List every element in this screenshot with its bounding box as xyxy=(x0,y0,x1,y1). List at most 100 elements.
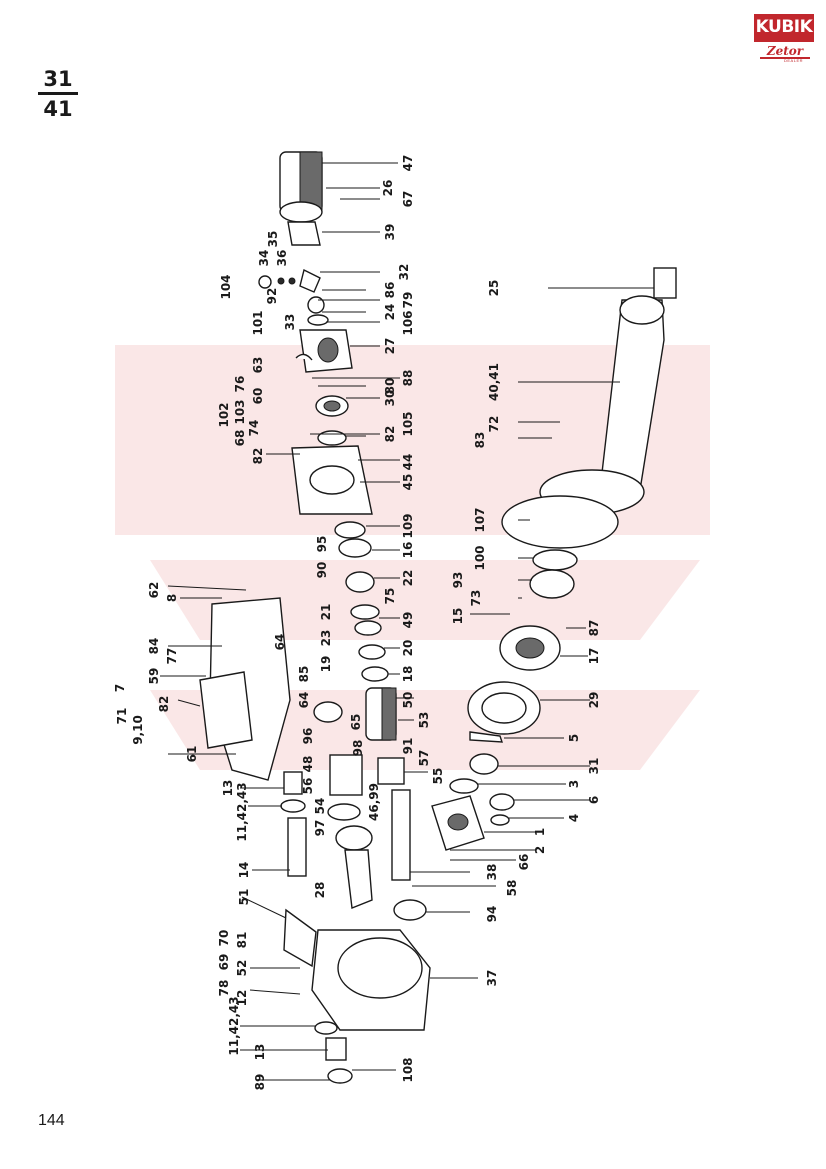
callout-12: 12 xyxy=(235,990,249,1007)
callout-75: 75 xyxy=(383,588,397,605)
callout-74: 74 xyxy=(247,420,261,437)
callout-80: 80 xyxy=(383,378,397,395)
part-diff-case-1-bore xyxy=(447,813,469,831)
callout-68: 68 xyxy=(233,430,247,447)
callout-64: 64 xyxy=(273,634,287,651)
part-sleeve-50-shade xyxy=(381,687,397,741)
callout-6: 6 xyxy=(587,796,601,804)
callout-49: 49 xyxy=(401,612,415,629)
callout-109: 109 xyxy=(401,513,415,538)
callout-95: 95 xyxy=(315,536,329,553)
callout-46-99: 46,99 xyxy=(367,783,381,821)
part-nut-35 xyxy=(277,277,285,285)
callout-48: 48 xyxy=(301,756,315,773)
part-bush-13a xyxy=(283,771,303,795)
callout-25: 25 xyxy=(487,280,501,297)
kubik-zetor-logo: KUBIK Zetor DEALER xyxy=(754,14,814,64)
part-nut-36 xyxy=(288,277,296,285)
part-cross-32 xyxy=(299,268,321,293)
part-cylinder-47-base xyxy=(279,201,323,223)
callout-101: 101 xyxy=(251,310,265,335)
part-seal-24 xyxy=(307,296,325,314)
callout-100: 100 xyxy=(473,545,487,570)
part-ring-18 xyxy=(361,666,389,682)
callout-102: 102 xyxy=(217,402,231,427)
callout-72: 72 xyxy=(487,416,501,433)
part-ring-54 xyxy=(327,803,361,821)
callout-86: 86 xyxy=(383,282,397,299)
callout-14: 14 xyxy=(237,862,251,879)
callout-82: 82 xyxy=(251,448,265,465)
part-flange-39 xyxy=(287,221,321,246)
callout-91: 91 xyxy=(401,738,415,755)
part-shaft-28 xyxy=(344,849,373,909)
callout-83: 83 xyxy=(473,432,487,449)
part-ring-106 xyxy=(307,314,329,326)
part-flange-94 xyxy=(393,899,427,921)
callout-88: 88 xyxy=(401,370,415,387)
callout-7: 7 xyxy=(113,684,127,692)
logo-red-box xyxy=(754,14,814,42)
callout-44: 44 xyxy=(401,454,415,471)
callout-97: 97 xyxy=(313,820,327,837)
callout-71: 71 xyxy=(115,708,129,725)
part-bracket-59 xyxy=(199,671,253,749)
part-housing-37-bore xyxy=(337,937,423,999)
callout-29: 29 xyxy=(587,692,601,709)
part-bearing-30-inner xyxy=(323,400,341,412)
callout-11-42-43: 11,42,43 xyxy=(235,782,249,841)
callout-90: 90 xyxy=(315,562,329,579)
part-pin-14 xyxy=(287,817,307,877)
part-bearing-16 xyxy=(338,538,372,558)
callout-94: 94 xyxy=(485,906,499,923)
part-bush-13b xyxy=(325,1037,347,1061)
part-ring-11a xyxy=(280,799,306,813)
callout-27: 27 xyxy=(383,338,397,355)
callout-16: 16 xyxy=(401,542,415,559)
part-gear-6 xyxy=(489,793,515,811)
part-housing-44-bore xyxy=(309,465,355,495)
part-washer-4 xyxy=(490,814,510,826)
callout-93: 93 xyxy=(451,572,465,589)
part-tube-top xyxy=(619,295,665,325)
part-gasket-107 xyxy=(501,495,619,549)
callout-61: 61 xyxy=(185,746,199,763)
fraction-bar xyxy=(38,92,78,95)
callout-32: 32 xyxy=(397,264,411,281)
callout-96: 96 xyxy=(301,728,315,745)
callout-2: 2 xyxy=(533,846,547,854)
callout-40-41: 40,41 xyxy=(487,363,501,401)
part-cover-51 xyxy=(283,908,317,968)
page-number: 144 xyxy=(38,1112,65,1129)
callout-78: 78 xyxy=(217,980,231,997)
callout-52: 52 xyxy=(235,960,249,977)
part-clip-63 xyxy=(295,353,313,361)
callout-17: 17 xyxy=(587,648,601,665)
callout-45: 45 xyxy=(401,474,415,491)
callout-87: 87 xyxy=(587,620,601,637)
callout-89: 89 xyxy=(253,1074,267,1091)
callout-70: 70 xyxy=(217,930,231,947)
callout-4: 4 xyxy=(567,814,581,822)
callout-82: 82 xyxy=(383,426,397,443)
part-bearing-22 xyxy=(345,571,375,593)
callout-39: 39 xyxy=(383,224,397,241)
callout-21: 21 xyxy=(319,604,333,621)
part-ring-11b xyxy=(314,1021,338,1035)
part-washer-3 xyxy=(449,778,479,794)
part-ring-21 xyxy=(350,604,380,620)
part-gear-55 xyxy=(377,757,405,785)
leader-lines xyxy=(160,162,654,1081)
callout-51: 51 xyxy=(237,889,251,906)
callout-103: 103 xyxy=(233,399,247,424)
logo-brand: KUBIK xyxy=(755,17,813,37)
callout-26: 26 xyxy=(381,180,395,197)
callout-50: 50 xyxy=(401,692,415,709)
callout-67: 67 xyxy=(401,191,415,208)
callout-82: 82 xyxy=(157,696,171,713)
callout-8: 8 xyxy=(165,594,179,602)
part-pin-5 xyxy=(469,731,503,743)
callout-64: 64 xyxy=(297,692,311,709)
callout-28: 28 xyxy=(313,882,327,899)
